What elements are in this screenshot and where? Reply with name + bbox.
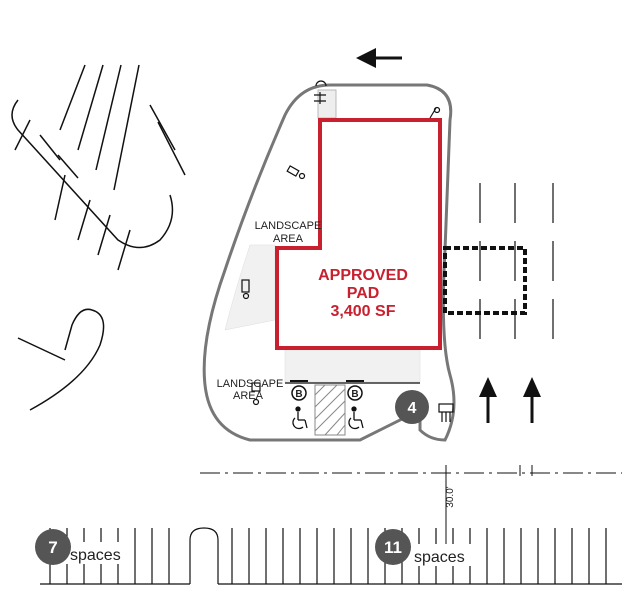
parking-curve-bottom-left [17, 308, 105, 411]
pad-label-line1: APPROVED [318, 267, 408, 284]
light-pole-icon [241, 279, 250, 300]
light-pole-icon [429, 106, 441, 119]
parking-diagonal-top-left [11, 64, 186, 271]
space-count-badge-7-number: 7 [48, 538, 57, 557]
landscape-lower-line2: AREA [233, 390, 264, 402]
walkway-top [317, 89, 337, 119]
spaces-label-right: spaces [414, 549, 465, 566]
accessible-marker-2: B [351, 389, 358, 400]
drive-thru-lanes [479, 183, 554, 345]
spaces-label-bg-left [62, 542, 134, 564]
landscape-upper-line2: AREA [273, 233, 304, 245]
dimension-label: 30.0' [445, 486, 456, 507]
fire-hydrant-icon [314, 80, 327, 104]
drive-thru-canopy [443, 246, 527, 315]
pad-label-line3: 3,400 SF [331, 303, 396, 320]
light-pole-icon [286, 165, 306, 180]
space-count-badge-7: 7 [35, 529, 71, 565]
approved-pad-building [275, 118, 442, 350]
bottom-parking-row [40, 527, 622, 585]
space-count-badge-4: 4 [395, 390, 429, 424]
light-pole-icon [251, 382, 261, 406]
spaces-label-left: spaces [70, 547, 121, 564]
landscape-area-upper-fill [224, 244, 276, 331]
pad-label-line2: PAD [347, 285, 380, 302]
space-count-badge-11: 11 [375, 529, 411, 565]
accessible-sign-1: B [290, 380, 308, 401]
arrow-up-icon [523, 377, 541, 423]
spaces-label-bg-right [410, 544, 482, 566]
accessible-sign-2: B [346, 380, 364, 401]
landscape-area-lower-fill [284, 349, 421, 383]
space-count-badge-4-number: 4 [408, 400, 417, 417]
space-count-badge-11-number: 11 [384, 538, 402, 557]
landscape-upper-line1: LANDSCAPE [255, 220, 322, 232]
accessible-aisle-hatch [314, 384, 346, 436]
arrow-left-icon [356, 48, 402, 68]
wheelchair-icon [348, 406, 364, 430]
fire-hydrant-icon [438, 403, 454, 422]
wheelchair-icon [292, 406, 308, 430]
arrow-up-icon [479, 377, 497, 423]
accessible-marker-1: B [295, 389, 302, 400]
landscape-lower-line1: LANDSCAPE [217, 378, 284, 390]
